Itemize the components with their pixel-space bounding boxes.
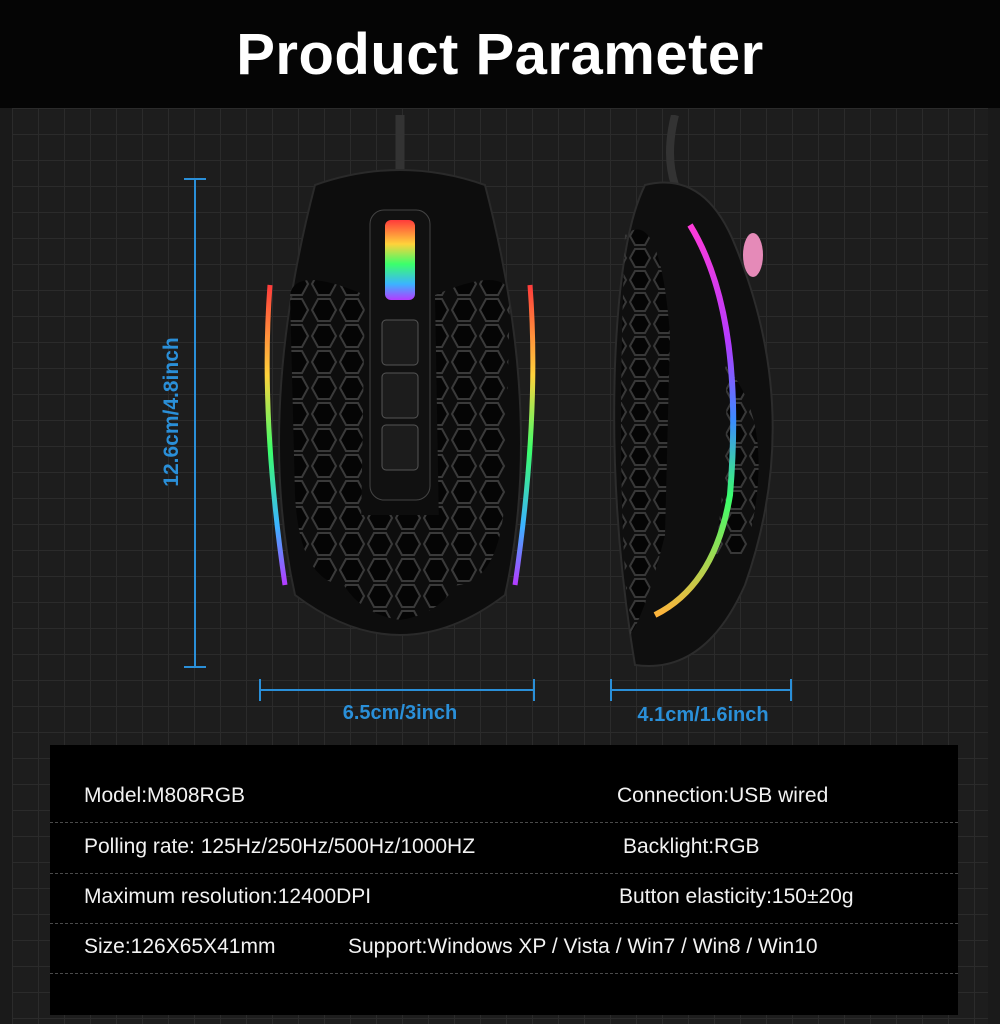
depth-dimension-line [610,679,792,701]
spec-polling-rate: Polling rate: 125Hz/250Hz/500Hz/1000HZ [84,835,476,858]
spec-row: Size:126X65X41mm Support:Windows XP / Vi… [50,923,958,974]
page-title: Product Parameter [236,21,764,87]
mouse-side-view [613,115,774,667]
spec-model: Model:M808RGB [84,784,246,807]
header-bar: Product Parameter [0,0,1000,108]
height-dimension-label: 12.6cm/4.8inch [160,337,183,487]
mouse-top-view [264,115,536,636]
spec-table: Model:M808RGB Connection:USB wired Polli… [50,745,958,1015]
width-dimension-label: 6.5cm/3inch [342,702,458,724]
spec-resolution: Maximum resolution:12400DPI [84,885,372,908]
spec-connection: Connection:USB wired [617,784,829,807]
width-dimension-line [259,679,535,701]
spec-row: Model:M808RGB Connection:USB wired [50,772,958,823]
height-dimension-line [184,178,206,668]
spec-row: Maximum resolution:12400DPI Button elast… [50,873,958,924]
spec-button-elasticity: Button elasticity:150±20g [619,885,854,908]
spec-support: Support:Windows XP / Vista / Win7 / Win8… [348,935,818,958]
depth-dimension-label: 4.1cm/1.6inch [637,704,769,726]
spec-size: Size:126X65X41mm [84,935,276,958]
spec-row: Polling rate: 125Hz/250Hz/500Hz/1000HZ B… [50,823,958,874]
spec-backlight: Backlight:RGB [623,835,760,858]
